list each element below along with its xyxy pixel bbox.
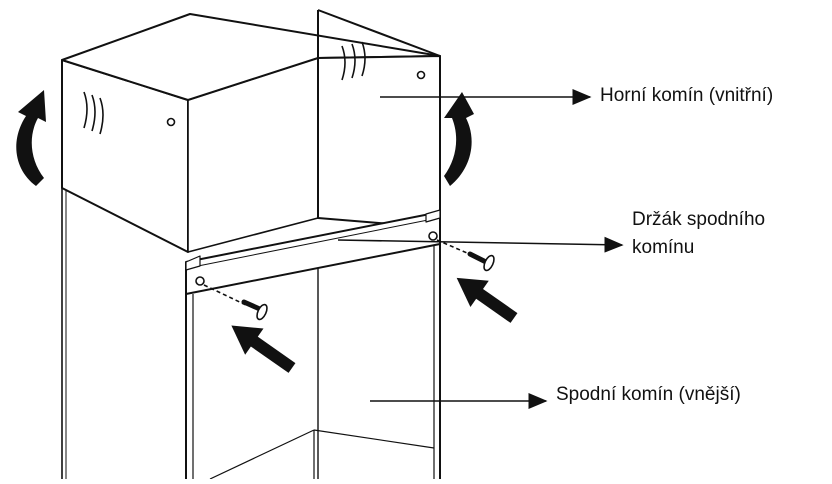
label-bracket-line1: Držák spodního [632,209,766,230]
screw-left [203,284,268,321]
curved-arrow-right-icon [444,92,474,186]
push-arrow-right-icon [456,277,518,323]
push-arrow-left-icon [231,325,296,373]
leader-lines [337,89,624,409]
label-bracket-line2: komínu [632,237,695,258]
vent-slots [83,41,366,135]
label-lower-chimney: Spodní komín (vnější) [556,384,741,405]
upper-chimney [61,9,441,479]
curved-arrow-left-icon [16,90,46,186]
label-upper-chimney: Horní komín (vnitřní) [600,85,774,106]
leader-bracket [337,236,624,253]
lower-chimney [185,228,441,480]
lower-chimney-bracket [185,209,441,295]
screw-right [436,239,495,272]
panel-holes [166,70,426,127]
